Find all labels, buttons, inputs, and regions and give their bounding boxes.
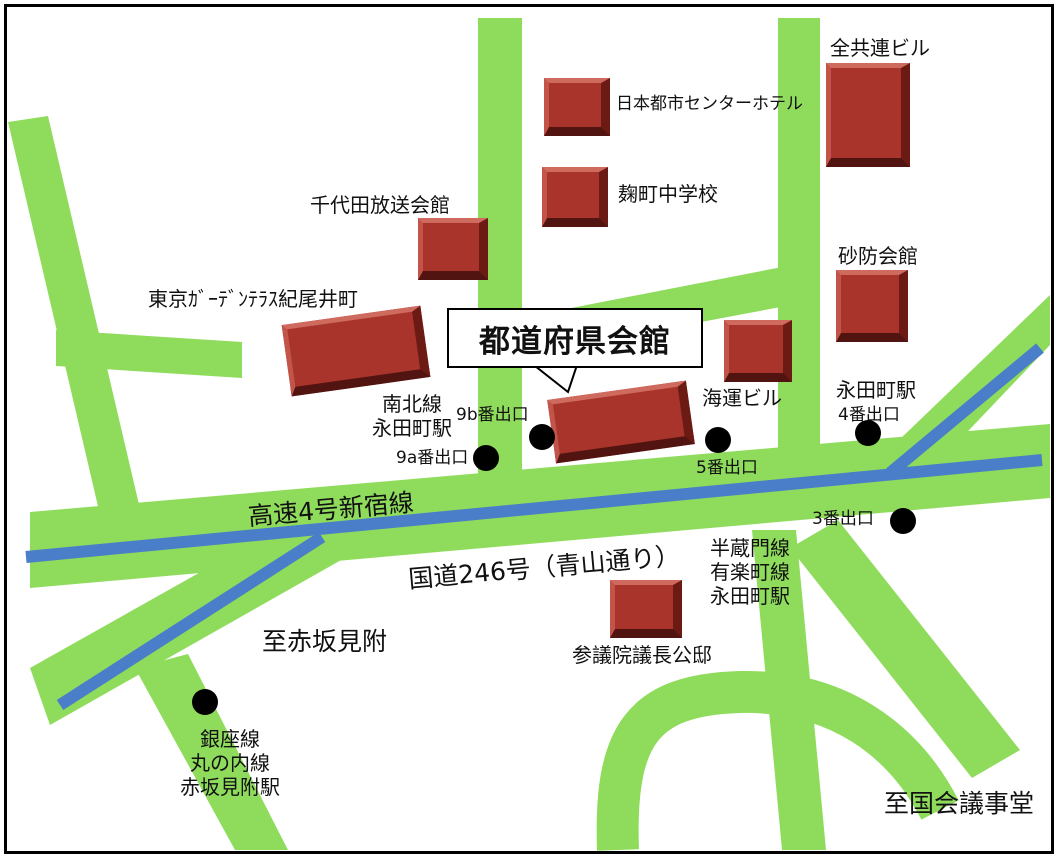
road-south-west — [135, 654, 288, 850]
exit-marker-4 — [855, 420, 881, 446]
label-zenkyoren: 全共連ビル — [830, 36, 930, 60]
label-councillors: 参議院議長公邸 — [572, 643, 712, 667]
building-school — [542, 167, 608, 227]
label-exit-5: 5番出口 — [696, 458, 758, 478]
building-councillors — [610, 580, 682, 638]
label-hanzomon-station: 半蔵門線 有楽町線 永田町駅 — [710, 536, 790, 608]
label-exit-4: 4番出口 — [838, 405, 900, 425]
venue-name: 都道府県会館 — [479, 323, 671, 360]
label-hotel: 日本都市センターホテル — [616, 94, 803, 114]
building-zenkyoren — [826, 63, 910, 167]
label-garden-terrace: 東京ｶﾞｰﾃﾞﾝﾃﾗｽ紀尾井町 — [148, 287, 358, 311]
label-to-diet: 至国会議事堂 — [884, 789, 1035, 818]
label-to-akasaka-mitsuke: 至赤坂見附 — [262, 627, 388, 656]
road-east-north — [778, 18, 820, 468]
road-curve-south — [596, 670, 959, 851]
exit-marker-9b — [529, 424, 555, 450]
building-sabo — [836, 270, 908, 342]
building-hotel — [544, 78, 610, 136]
building-kaiun — [724, 320, 792, 382]
expressway-main — [25, 454, 1043, 563]
label-exit-3: 3番出口 — [812, 509, 874, 529]
exit-marker-5 — [705, 427, 731, 453]
exit-marker-3 — [890, 508, 916, 534]
building-chiyoda — [418, 218, 488, 280]
label-exit-9b: 9b番出口 — [456, 405, 529, 425]
expressway-sw-branch — [56, 531, 326, 711]
label-exit-9a: 9a番出口 — [396, 448, 469, 468]
label-sabo: 砂防会館 — [838, 244, 918, 268]
road-se-diagonal — [790, 520, 1020, 778]
label-school: 麹町中学校 — [618, 182, 718, 206]
expressway-ne-branch — [886, 343, 1044, 478]
label-ginza-station: 銀座線 丸の内線 赤坂見附駅 — [180, 727, 280, 799]
venue-callout: 都道府県会館 — [447, 308, 703, 368]
road-left-spur — [56, 330, 242, 378]
label-chiyoda: 千代田放送会館 — [310, 193, 450, 217]
exit-marker-9a — [473, 445, 499, 471]
exit-marker-ginza — [192, 689, 218, 715]
label-kaiun: 海運ビル — [702, 386, 782, 410]
label-nanboku-station: 南北線 永田町駅 — [372, 392, 452, 440]
road-ne-diagonal — [872, 295, 1050, 490]
label-nagatacho-station: 永田町駅 — [836, 378, 916, 402]
